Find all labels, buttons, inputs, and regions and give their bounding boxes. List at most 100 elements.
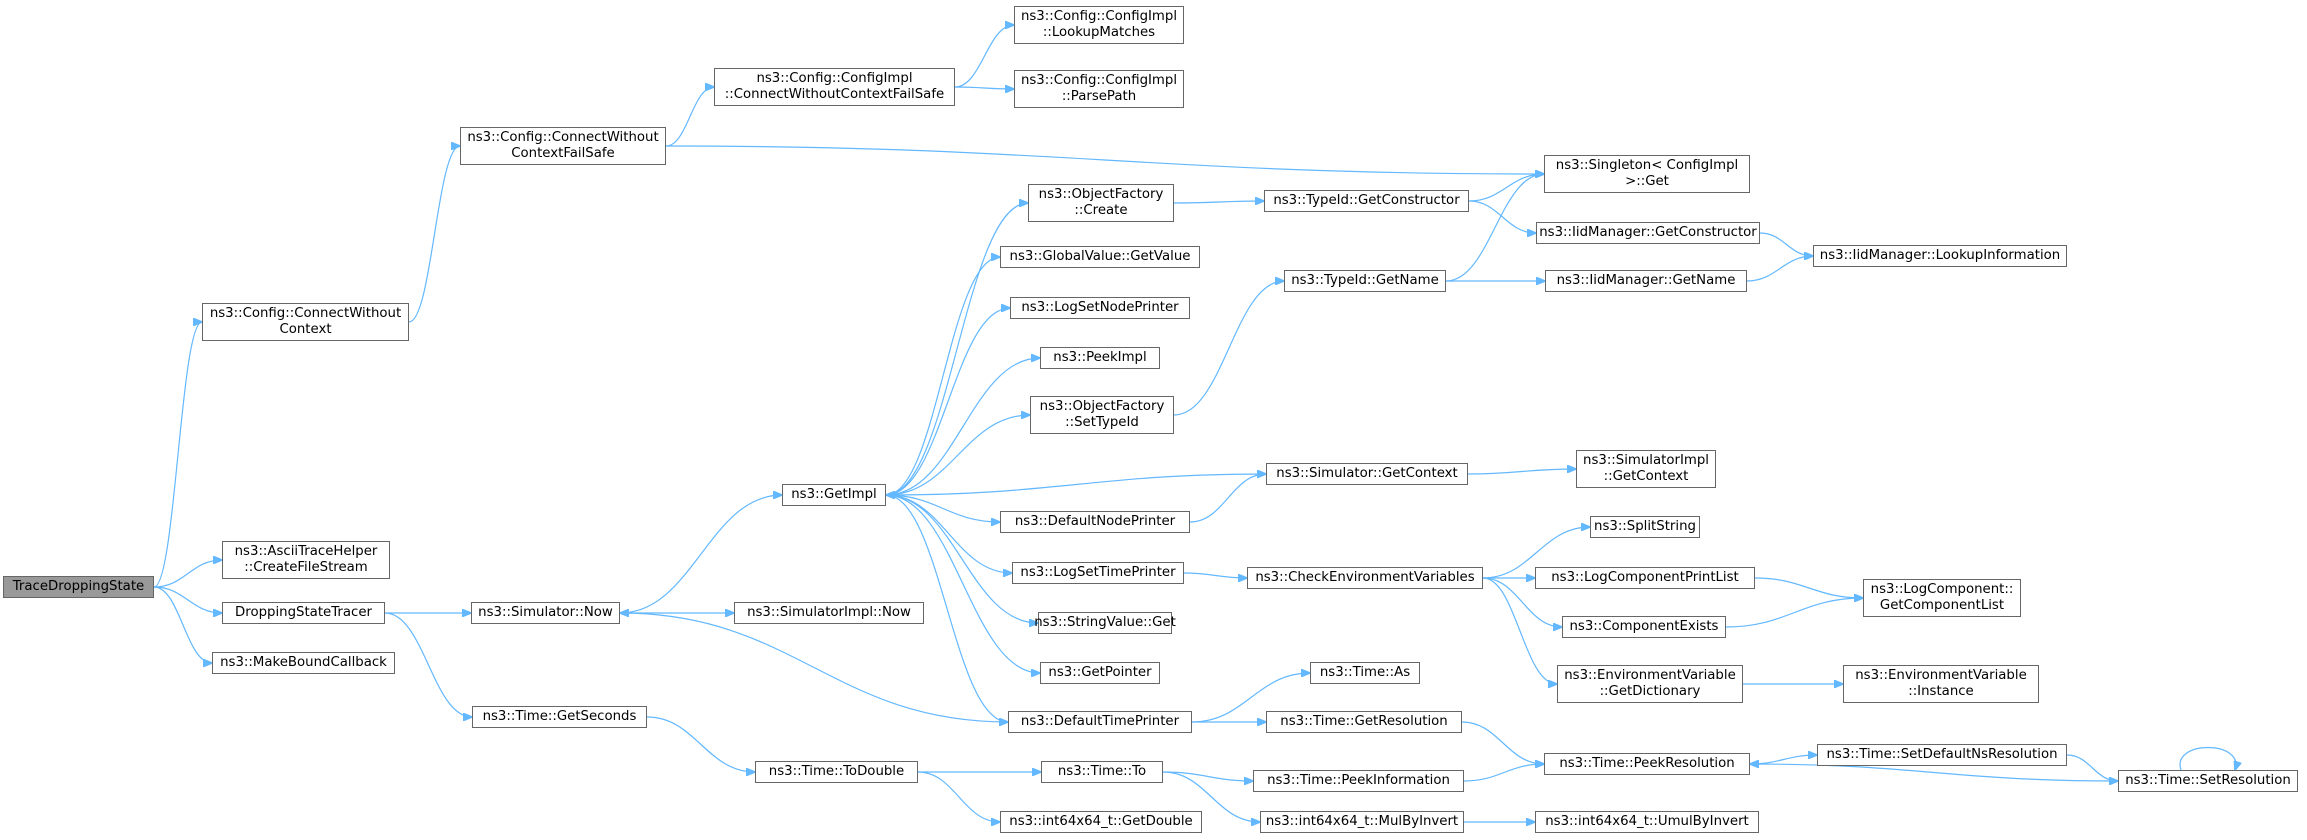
edge-n11-n43 xyxy=(646,716,755,772)
node-label: ns3::SimulatorImpl ::GetContext xyxy=(1583,453,1709,484)
edge-n23-n10 xyxy=(620,613,1009,723)
edge-n24-n25 xyxy=(1468,200,1536,233)
node-label: ns3::TypeId::GetName xyxy=(1291,273,1439,288)
graph-node[interactable]: ns3::int64x64_t::GetDouble xyxy=(1000,811,1202,833)
graph-node[interactable]: ns3::GetPointer xyxy=(1040,662,1160,684)
edge-n12-n14 xyxy=(885,203,1028,496)
graph-node[interactable]: ns3::Time::GetSeconds xyxy=(472,706,647,728)
graph-node[interactable]: ns3::Time::SetResolution xyxy=(2118,770,2298,792)
node-label: ns3::int64x64_t::UmulByInvert xyxy=(1545,814,1749,829)
graph-node[interactable]: ns3::Config::ConfigImpl ::ParsePath xyxy=(1014,70,1184,108)
edge-n18-n27 xyxy=(1173,281,1284,416)
graph-node[interactable]: ns3::MakeBoundCallback xyxy=(212,652,395,674)
node-label: ns3::int64x64_t::MulByInvert xyxy=(1265,814,1459,829)
graph-node[interactable]: ns3::DefaultNodePrinter xyxy=(1000,511,1190,533)
node-label: ns3::IidManager::GetName xyxy=(1556,273,1736,288)
edge-n40-n41 xyxy=(1749,755,1817,765)
graph-node[interactable]: ns3::AsciiTraceHelper ::CreateFileStream xyxy=(222,541,390,579)
edge-n46-n40 xyxy=(1463,764,1544,782)
edge-n19-n29 xyxy=(1189,474,1266,523)
graph-node[interactable]: ns3::Simulator::GetContext xyxy=(1266,463,1468,485)
node-label: ns3::Time::PeekResolution xyxy=(1559,756,1735,771)
node-label: ns3::Config::ConnectWithout Context xyxy=(209,306,402,337)
node-label: ns3::Simulator::Now xyxy=(478,605,613,620)
node-label: ns3::ObjectFactory ::Create xyxy=(1038,187,1164,218)
graph-node[interactable]: ns3::Time::PeekInformation xyxy=(1253,770,1464,792)
edge-n31-n35 xyxy=(1482,577,1562,627)
node-label: ns3::ObjectFactory ::SetTypeId xyxy=(1039,399,1165,430)
node-label: ns3::AsciiTraceHelper ::CreateFileStream xyxy=(234,544,378,575)
graph-node[interactable]: ns3::Time::To xyxy=(1041,761,1163,783)
graph-node[interactable]: ns3::LogComponent:: GetComponentList xyxy=(1863,579,2021,617)
graph-node[interactable]: ns3::GlobalValue::GetValue xyxy=(1000,246,1200,268)
graph-node[interactable]: ns3::EnvironmentVariable ::GetDictionary xyxy=(1557,665,1743,703)
edge-n24-n9 xyxy=(1468,174,1544,202)
node-label: ns3::SimulatorImpl::Now xyxy=(747,605,911,620)
graph-node[interactable]: ns3::Time::GetResolution xyxy=(1266,711,1462,733)
edge-n12-n17 xyxy=(885,358,1040,496)
node-label: ns3::Config::ConfigImpl ::ConnectWithout… xyxy=(724,71,945,102)
graph-node[interactable]: ns3::int64x64_t::UmulByInvert xyxy=(1535,811,1759,833)
graph-node[interactable]: ns3::IidManager::LookupInformation xyxy=(1813,245,2067,267)
edge-n29-n30 xyxy=(1467,469,1576,475)
node-label: ns3::EnvironmentVariable ::Instance xyxy=(1855,668,2027,699)
graph-node[interactable]: ns3::SimulatorImpl ::GetContext xyxy=(1576,450,1716,488)
node-label: ns3::Singleton< ConfigImpl >::Get xyxy=(1555,158,1739,189)
graph-node[interactable]: ns3::Time::ToDouble xyxy=(755,761,918,783)
graph-node[interactable]: ns3::LogComponentPrintList xyxy=(1535,567,1755,589)
node-label: ns3::GetPointer xyxy=(1048,665,1152,680)
node-label: ns3::Time::PeekInformation xyxy=(1267,773,1450,788)
edge-n39-n40 xyxy=(1461,721,1544,764)
graph-node[interactable]: ns3::ObjectFactory ::Create xyxy=(1028,184,1174,222)
graph-node[interactable]: ns3::Time::As xyxy=(1310,662,1420,684)
graph-node[interactable]: ns3::TypeId::GetName xyxy=(1284,270,1446,292)
node-label: ns3::PeekImpl xyxy=(1053,350,1147,365)
graph-node[interactable]: ns3::EnvironmentVariable ::Instance xyxy=(1843,665,2039,703)
graph-node[interactable]: ns3::IidManager::GetName xyxy=(1545,270,1747,292)
graph-node[interactable]: DroppingStateTracer xyxy=(222,602,385,624)
node-label: TraceDroppingState xyxy=(12,579,145,594)
edge-n35-n34 xyxy=(1725,598,1863,628)
edge-n23-n38 xyxy=(1191,673,1310,723)
graph-node[interactable]: ns3::IidManager::GetConstructor xyxy=(1536,222,1760,244)
edge-n31-n32 xyxy=(1482,527,1590,579)
edge-n31-n36 xyxy=(1482,577,1557,684)
graph-node[interactable]: ns3::Config::ConfigImpl ::ConnectWithout… xyxy=(714,68,955,106)
graph-node[interactable]: ns3::SplitString xyxy=(1590,516,1700,538)
node-label: ns3::Time::SetResolution xyxy=(2125,773,2291,788)
node-label: ns3::Time::To xyxy=(1057,764,1147,779)
graph-node[interactable]: ns3::Simulator::Now xyxy=(471,602,620,624)
graph-node[interactable]: ns3::LogSetTimePrinter xyxy=(1012,562,1184,584)
node-label: ns3::EnvironmentVariable ::GetDictionary xyxy=(1564,668,1736,699)
edge-n5-n6 xyxy=(665,87,714,147)
node-label: ns3::DefaultTimePrinter xyxy=(1020,714,1180,729)
graph-node[interactable]: ns3::DefaultTimePrinter xyxy=(1008,711,1192,733)
node-label: ns3::Config::ConnectWithout ContextFailS… xyxy=(467,130,659,161)
edge-n20-n31 xyxy=(1183,572,1247,578)
graph-node[interactable]: ns3::ObjectFactory ::SetTypeId xyxy=(1030,396,1174,434)
node-label: ns3::Config::ConfigImpl ::ParsePath xyxy=(1020,73,1178,104)
graph-node[interactable]: ns3::Config::ConnectWithout Context xyxy=(202,303,409,341)
graph-node[interactable]: ns3::Config::ConfigImpl ::LookupMatches xyxy=(1014,6,1184,44)
node-label: ns3::GetImpl xyxy=(791,487,877,502)
edge-n42-n42 xyxy=(2179,746,2236,771)
graph-node[interactable]: ns3::CheckEnvironmentVariables xyxy=(1247,567,1483,589)
node-label: ns3::Time::GetResolution xyxy=(1280,714,1448,729)
graph-node[interactable]: ns3::PeekImpl xyxy=(1040,347,1160,369)
graph-node[interactable]: ns3::Time::PeekResolution xyxy=(1544,753,1750,775)
edge-n29-n12 xyxy=(886,473,1267,495)
graph-node[interactable]: ns3::GetImpl xyxy=(782,484,886,506)
graph-node[interactable]: ns3::SimulatorImpl::Now xyxy=(734,602,924,624)
graph-node[interactable]: ns3::int64x64_t::MulByInvert xyxy=(1260,811,1464,833)
graph-node[interactable]: ns3::Singleton< ConfigImpl >::Get xyxy=(1544,155,1750,193)
graph-node[interactable]: ns3::LogSetNodePrinter xyxy=(1010,297,1190,319)
edge-n42-n40 xyxy=(1750,764,2119,782)
graph-node[interactable]: ns3::StringValue::Get xyxy=(1034,612,1176,634)
graph-node[interactable]: ns3::TypeId::GetConstructor xyxy=(1264,190,1469,212)
edge-n12-n23 xyxy=(885,494,1008,722)
graph-node[interactable]: ns3::Time::SetDefaultNsResolution xyxy=(1817,744,2067,766)
edge-n12-n20 xyxy=(885,494,1012,573)
graph-node[interactable]: ns3::ComponentExists xyxy=(1562,616,1726,638)
graph-node[interactable]: ns3::Config::ConnectWithout ContextFailS… xyxy=(460,127,666,165)
